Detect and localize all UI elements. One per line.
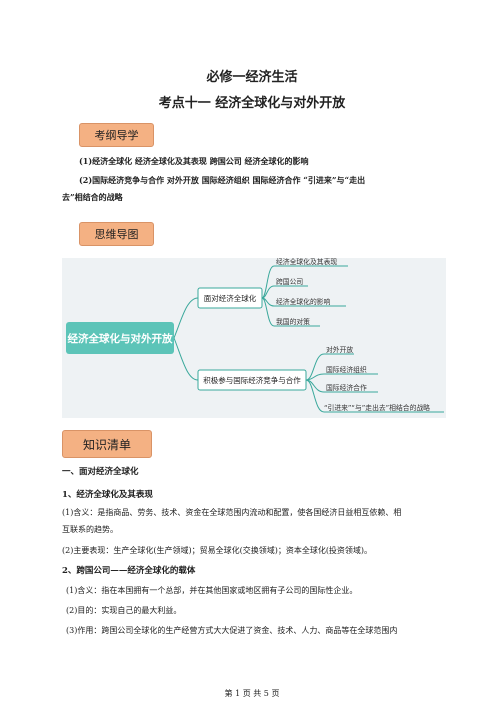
outline-line-2: (2)国际经济竞争与合作 对外开放 国际经济组织 国际经济合作 “引进来”与“走… [79, 175, 366, 185]
connector-leaf-2-1 [305, 353, 354, 381]
mind-map-branch-2-label: 积极参与国际经济竞争与合作 [203, 375, 301, 385]
connector-leaf-1-1 [261, 265, 348, 299]
paragraph-1-line-1: (1)含义：是指商品、劳务、技术、资金在全球范围内流动和配置，使各国经济日益相互… [62, 508, 402, 517]
mind-map-leaf-2-2: 国际经济组织 [326, 365, 367, 374]
outline-line-1: (1)经济全球化 经济全球化及其表现 跨国公司 经济全球化的影响 [79, 156, 309, 166]
paragraph-2: (2)主要表现：生产全球化(生产领域)；贸易全球化(交换领域)；资本全球化(投资… [62, 546, 373, 555]
badge-mindmap: 思维导图 [79, 222, 154, 246]
mind-map-branch-1-label: 面对经济全球化 [204, 293, 257, 303]
mind-map: 经济全球化与对外开放 面对经济全球化 积极参与国际经济竞争与合作 经济全球化及其… [62, 257, 446, 418]
subsection-heading-2: 2、跨国公司——经济全球化的载体 [62, 566, 196, 576]
connector-center-branch2 [173, 337, 199, 381]
connector-leaf-1-3 [261, 297, 346, 307]
mind-map-leaf-1-3: 经济全球化的影响 [276, 297, 331, 306]
subsection-heading-1: 1、经济全球化及其表现 [62, 490, 153, 500]
outline-line-3: 去”相结合的战略 [62, 192, 123, 202]
connector-leaf-2-4 [305, 379, 444, 413]
badge-outline-label: 考纲导学 [94, 129, 139, 142]
connector-leaf-1-2 [261, 285, 308, 299]
connector-leaf-2-2 [305, 373, 378, 381]
badge-knowledge-label: 知识清单 [82, 437, 131, 452]
mind-map-center-node [66, 322, 174, 354]
paragraph-1-line-2: 互联系的趋势。 [62, 525, 118, 534]
paragraph-3: (1)含义：指在本国拥有一个总部，并在其他国家或地区拥有子公司的国际性企业。 [66, 586, 358, 595]
document-title: 必修一经济生活 [206, 70, 298, 85]
mind-map-leaf-2-4: “引进来”“与”走出去”相结合的战略 [324, 403, 430, 412]
connector-center-branch1 [173, 297, 199, 339]
page-footer: 第 1 页 共 5 页 [224, 689, 280, 698]
badge-outline: 考纲导学 [79, 123, 154, 147]
section-heading-1: 一、面对经济全球化 [62, 467, 139, 477]
mind-map-canvas: 经济全球化与对外开放 面对经济全球化 积极参与国际经济竞争与合作 经济全球化及其… [66, 257, 444, 413]
badge-knowledge: 知识清单 [62, 430, 152, 458]
paragraph-5: (3)作用：跨国公司全球化的生产经营方式大大促进了资金、技术、人力、商品等在全球… [66, 626, 398, 635]
mind-map-leaf-1-2: 跨国公司 [276, 277, 303, 286]
mind-map-branch-2 [197, 369, 307, 391]
mind-map-leaf-1-1: 经济全球化及其表现 [276, 258, 337, 266]
mind-map-leaf-1-4: 我国的对策 [276, 317, 310, 326]
badge-mindmap-label: 思维导图 [94, 228, 139, 241]
mind-map-branch-1 [197, 287, 263, 309]
mind-map-leaf-2-1: 对外开放 [326, 345, 353, 354]
mind-map-center-label: 经济全球化与对外开放 [68, 332, 173, 345]
paragraph-4: (2)目的：实现自己的最大利益。 [66, 606, 182, 615]
document-subtitle: 考点十一 经济全球化与对外开放 [158, 96, 346, 111]
mind-map-leaf-2-3: 国际经济合作 [326, 383, 367, 392]
connector-leaf-1-4 [261, 297, 320, 327]
